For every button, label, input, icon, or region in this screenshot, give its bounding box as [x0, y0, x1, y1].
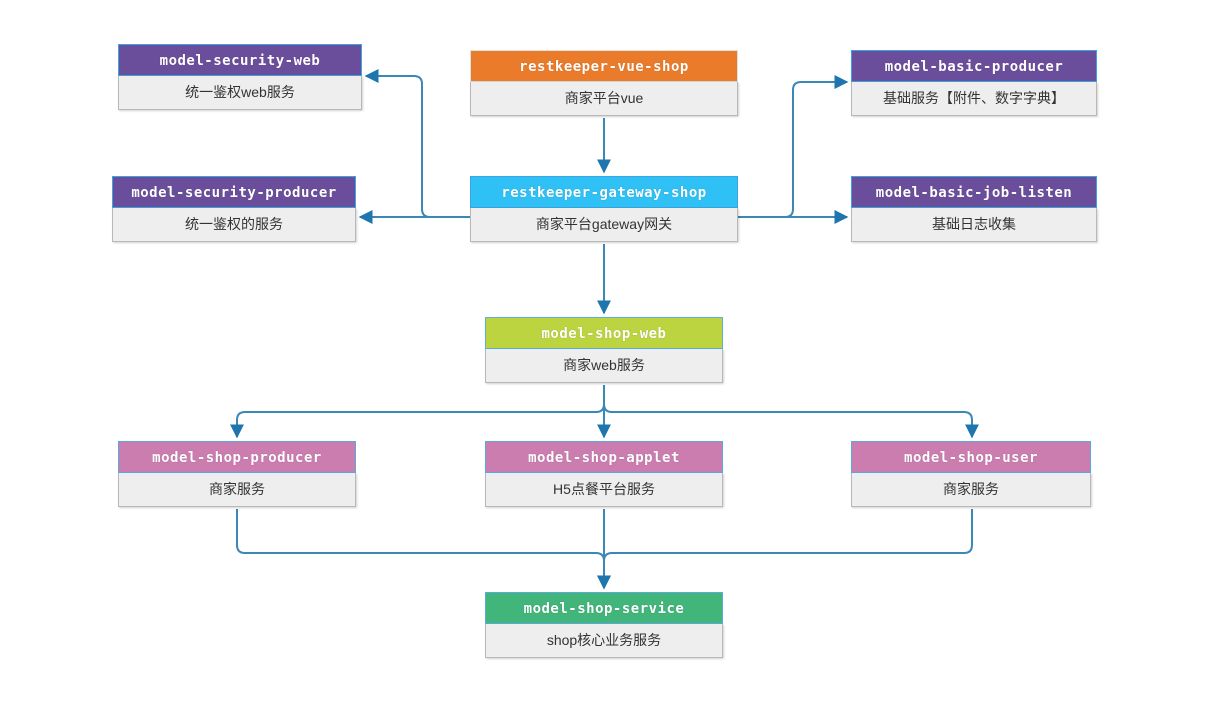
- edge-shop-producer-to-shop-service: [236, 509, 611, 590]
- node-restkeeper-gateway-shop[interactable]: restkeeper-gateway-shop 商家平台gateway网关: [470, 176, 738, 242]
- edge-shop-user-to-shop-service: [597, 509, 973, 590]
- node-model-basic-job-listen[interactable]: model-basic-job-listen 基础日志收集: [851, 176, 1097, 242]
- node-title: model-shop-applet: [485, 441, 723, 473]
- node-model-shop-service[interactable]: model-shop-service shop核心业务服务: [485, 592, 723, 658]
- node-title: model-shop-web: [485, 317, 723, 349]
- node-subtitle: shop核心业务服务: [485, 624, 723, 658]
- node-title: model-security-producer: [112, 176, 356, 208]
- node-model-shop-producer[interactable]: model-shop-producer 商家服务: [118, 441, 356, 507]
- node-model-shop-user[interactable]: model-shop-user 商家服务: [851, 441, 1091, 507]
- node-subtitle: 商家平台vue: [470, 82, 738, 116]
- edge-gateway-to-basic-producer: [738, 75, 849, 218]
- node-title: model-shop-user: [851, 441, 1091, 473]
- node-model-basic-producer[interactable]: model-basic-producer 基础服务【附件、数字字典】: [851, 50, 1097, 116]
- node-title: restkeeper-gateway-shop: [470, 176, 738, 208]
- edge-shop-web-to-shop-producer: [230, 385, 605, 439]
- node-subtitle: 统一鉴权的服务: [112, 208, 356, 242]
- node-subtitle: 商家服务: [118, 473, 356, 507]
- edge-shop-web-to-shop-user: [603, 385, 979, 439]
- node-title: model-shop-producer: [118, 441, 356, 473]
- node-model-security-web[interactable]: model-security-web 统一鉴权web服务: [118, 44, 362, 110]
- node-subtitle: H5点餐平台服务: [485, 473, 723, 507]
- node-subtitle: 商家服务: [851, 473, 1091, 507]
- node-title: model-basic-job-listen: [851, 176, 1097, 208]
- node-title: model-security-web: [118, 44, 362, 76]
- node-restkeeper-vue-shop[interactable]: restkeeper-vue-shop 商家平台vue: [470, 50, 738, 116]
- node-subtitle: 基础服务【附件、数字字典】: [851, 82, 1097, 116]
- node-model-shop-web[interactable]: model-shop-web 商家web服务: [485, 317, 723, 383]
- node-subtitle: 商家平台gateway网关: [470, 208, 738, 242]
- node-title: model-shop-service: [485, 592, 723, 624]
- node-model-shop-applet[interactable]: model-shop-applet H5点餐平台服务: [485, 441, 723, 507]
- edge-gateway-to-security-web: [364, 69, 470, 218]
- node-subtitle: 基础日志收集: [851, 208, 1097, 242]
- node-title: restkeeper-vue-shop: [470, 50, 738, 82]
- node-subtitle: 商家web服务: [485, 349, 723, 383]
- node-title: model-basic-producer: [851, 50, 1097, 82]
- node-model-security-producer[interactable]: model-security-producer 统一鉴权的服务: [112, 176, 356, 242]
- node-subtitle: 统一鉴权web服务: [118, 76, 362, 110]
